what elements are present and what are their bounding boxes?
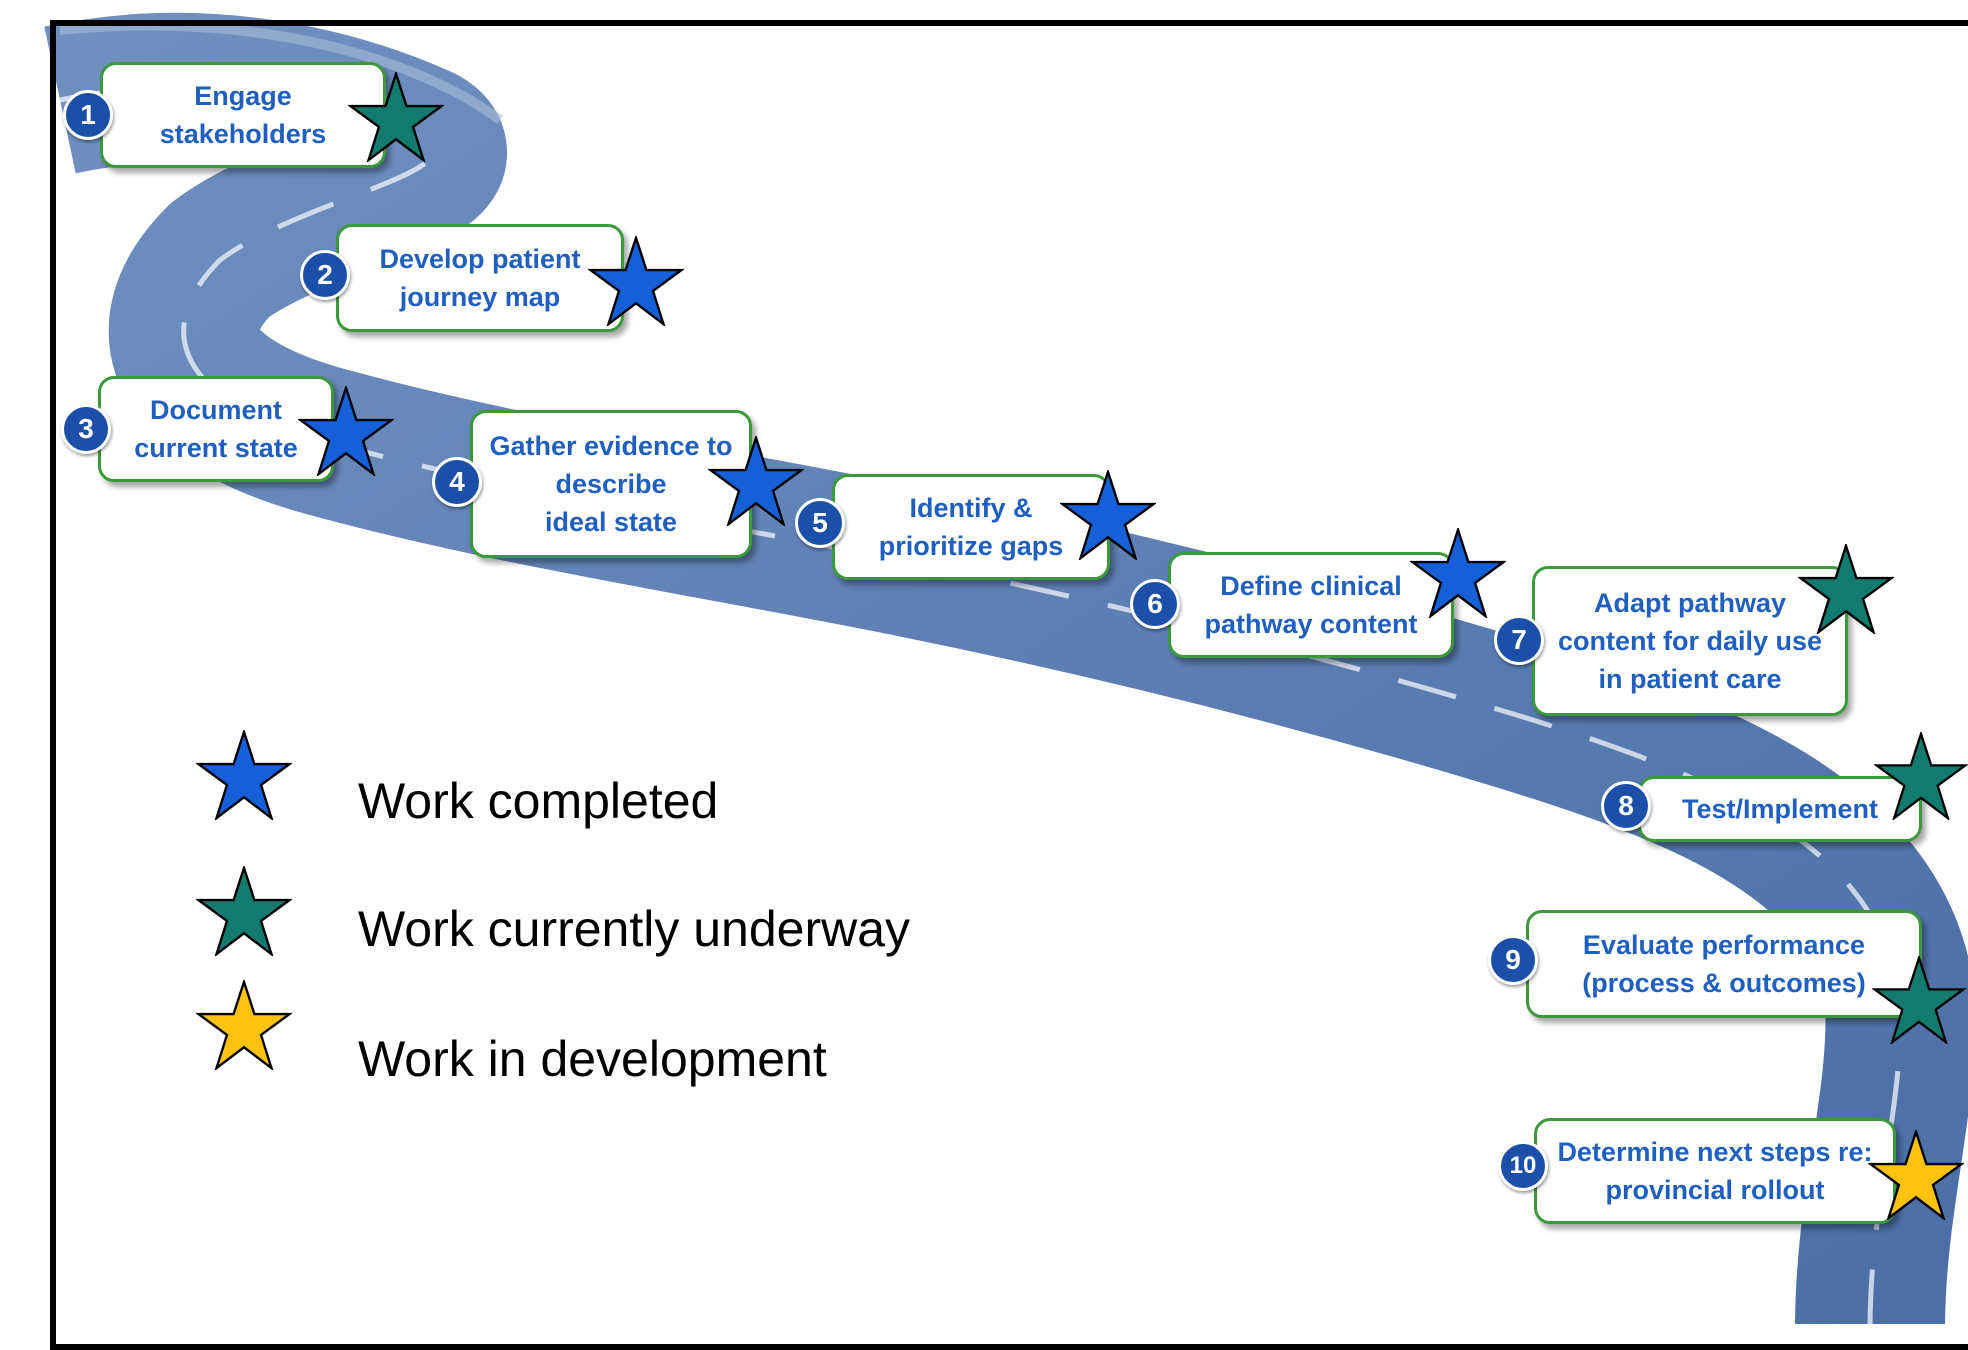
step-9-box: Evaluate performance (process & outcomes… bbox=[1526, 910, 1922, 1018]
legend-completed-label: Work completed bbox=[358, 773, 719, 829]
step-4-box: Gather evidence to describe ideal state bbox=[470, 410, 752, 558]
step-10-star-icon bbox=[1868, 1130, 1964, 1220]
step-3-badge: 3 bbox=[61, 404, 111, 454]
step-8-star-icon bbox=[1874, 732, 1968, 820]
step-2-star-icon bbox=[588, 236, 684, 326]
step-10-label: Determine next steps re: provincial roll… bbox=[1557, 1137, 1873, 1205]
step-4-badge: 4 bbox=[432, 457, 482, 507]
step-4-label: Gather evidence to describe ideal state bbox=[489, 431, 733, 537]
step-6-label: Define clinical pathway content bbox=[1204, 571, 1418, 639]
step-1-box: Engage stakeholders bbox=[100, 62, 386, 168]
step-3-star-icon bbox=[298, 386, 394, 476]
step-1-star-icon bbox=[348, 72, 444, 162]
step-8-box: Test/Implement bbox=[1638, 776, 1922, 842]
step-1-badge: 1 bbox=[63, 90, 113, 140]
step-7-badge: 7 bbox=[1494, 615, 1544, 665]
step-5-label: Identify & prioritize gaps bbox=[878, 493, 1064, 561]
step-3-label: Document current state bbox=[134, 395, 298, 463]
step-4-star-icon bbox=[708, 436, 804, 526]
step-10-badge: 10 bbox=[1498, 1141, 1548, 1191]
step-3-box: Document current state bbox=[98, 376, 334, 482]
step-8-label: Test/Implement bbox=[1681, 794, 1879, 824]
step-8-badge: 8 bbox=[1601, 781, 1651, 831]
step-5-star-icon bbox=[1060, 470, 1156, 560]
step-9-label: Evaluate performance (process & outcomes… bbox=[1582, 930, 1866, 998]
step-6-star-icon bbox=[1410, 528, 1506, 618]
legend-development-star-icon bbox=[196, 980, 292, 1070]
step-9-star-icon bbox=[1872, 956, 1966, 1044]
legend-development-label: Work in development bbox=[358, 1031, 827, 1087]
step-2-box: Develop patient journey map bbox=[336, 224, 624, 332]
step-6-box: Define clinical pathway content bbox=[1168, 552, 1454, 658]
legend-underway-label: Work currently underway bbox=[358, 901, 911, 957]
step-5-box: Identify & prioritize gaps bbox=[832, 474, 1110, 580]
step-10-box: Determine next steps re: provincial roll… bbox=[1534, 1118, 1896, 1224]
legend-completed-star-icon bbox=[196, 730, 292, 820]
legend-underway-star-icon bbox=[196, 866, 292, 956]
step-2-label: Develop patient journey map bbox=[379, 244, 581, 312]
step-6-badge: 6 bbox=[1130, 579, 1180, 629]
step-2-badge: 2 bbox=[300, 250, 350, 300]
step-5-badge: 5 bbox=[795, 498, 845, 548]
step-7-box: Adapt pathway content for daily use in p… bbox=[1532, 566, 1848, 716]
step-7-star-icon bbox=[1798, 544, 1894, 634]
step-1-label: Engage stakeholders bbox=[159, 81, 327, 149]
step-9-badge: 9 bbox=[1488, 935, 1538, 985]
step-7-label: Adapt pathway content for daily use in p… bbox=[1557, 588, 1823, 694]
